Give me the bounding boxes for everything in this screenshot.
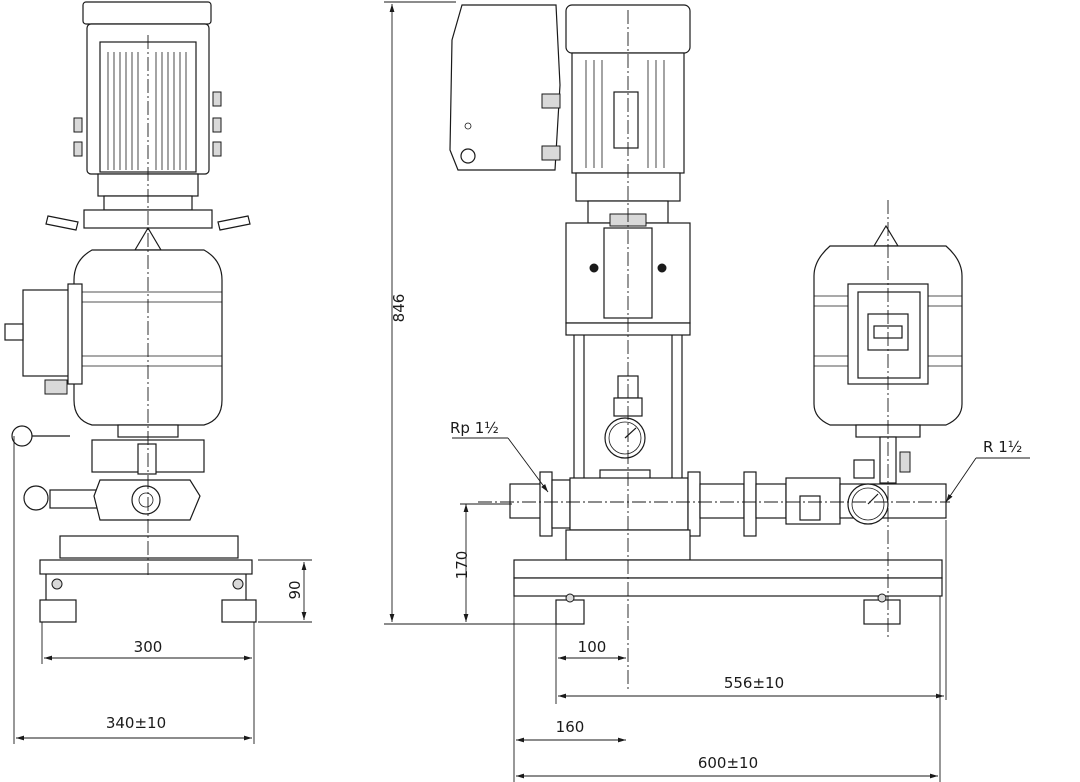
dim-length-600: 600±10 — [698, 754, 758, 772]
dimension-labels: Rp 1½ R 1½ 846 170 90 300 340±10 100 556… — [106, 294, 1022, 772]
side-base — [39, 535, 257, 623]
front-view — [449, 4, 963, 690]
label-outlet-connection: R 1½ — [983, 438, 1022, 456]
side-vessel — [73, 226, 223, 438]
dim-foot-spacing: 300 — [134, 638, 163, 656]
side-control-box — [4, 283, 83, 395]
front-terminal-box — [449, 4, 561, 171]
dim-foot-height: 90 — [286, 580, 304, 599]
dim-height-total: 846 — [390, 294, 408, 323]
dimension-lines — [13, 1, 947, 782]
side-view — [4, 1, 257, 623]
dim-length-556: 556±10 — [724, 674, 784, 692]
connection-leaders — [452, 437, 1030, 503]
dim-offset-160: 160 — [556, 718, 585, 736]
front-base — [513, 529, 943, 625]
dim-inlet-height: 170 — [453, 551, 471, 580]
side-piping — [11, 425, 205, 521]
dim-width-side: 340±10 — [106, 714, 166, 732]
dim-offset-100: 100 — [578, 638, 607, 656]
side-motor — [45, 1, 251, 231]
front-manifold — [509, 471, 947, 537]
label-inlet-connection: Rp 1½ — [450, 419, 499, 437]
